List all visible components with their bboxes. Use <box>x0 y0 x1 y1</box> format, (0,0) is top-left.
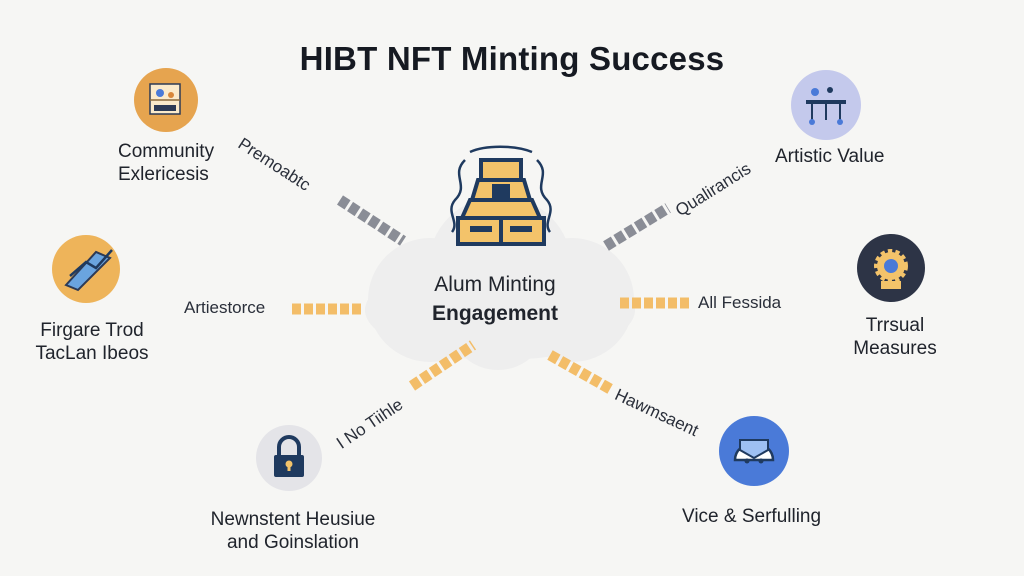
node-artistic-label: Artistic Value <box>775 145 884 168</box>
lock-icon <box>256 425 322 491</box>
node-vice-label: Vice & Serfulling <box>682 505 821 528</box>
node-trrsual-line1: Trrsual <box>865 315 925 336</box>
node-figare-label: Firgare Trod TacLan Ibeos <box>32 319 152 365</box>
node-figare-line1: Firgare Trod <box>40 320 144 341</box>
gear-badge-icon <box>857 234 925 302</box>
chart-trend-icon <box>52 235 120 303</box>
center-label: Alum Minting Engagement <box>400 270 590 328</box>
community-art-icon <box>134 68 198 132</box>
node-newnstent-line2: and Goinslation <box>226 532 360 553</box>
connector-premoabtc <box>336 195 407 246</box>
connector-label-artiestorce: Artiestorce <box>184 298 266 317</box>
node-artistic-line1: Artistic Value <box>775 146 885 167</box>
database-icon <box>450 145 552 246</box>
center-label-line2: Engagement <box>431 302 559 325</box>
node-figare-line2: TacLan Ibeos <box>35 343 149 364</box>
connector-label-all-fessida: All Fessida <box>698 293 782 312</box>
gallery-icon <box>791 70 861 140</box>
node-community-line1: Community <box>118 141 215 162</box>
node-vice-line1: Vice & Serfulling <box>682 506 822 527</box>
page-title: HIBT NFT Minting Success <box>299 40 725 77</box>
center-label-line1: Alum Minting <box>434 273 556 296</box>
connector-qualirancis <box>603 203 671 251</box>
node-newnstent-line1: Newnstent Heusiue <box>210 509 376 530</box>
node-community-label: Community Exlericesis <box>118 140 214 186</box>
node-trrsual-line2: Measures <box>853 338 937 359</box>
node-newnstent-label: Newnstent Heusiue and Goinslation <box>190 508 396 554</box>
shield-chat-icon <box>719 416 789 486</box>
connector-no-tiihle <box>408 340 477 391</box>
node-community-line2: Exlericesis <box>118 164 209 185</box>
node-trrsual-label: Trrsual Measures <box>845 314 945 360</box>
